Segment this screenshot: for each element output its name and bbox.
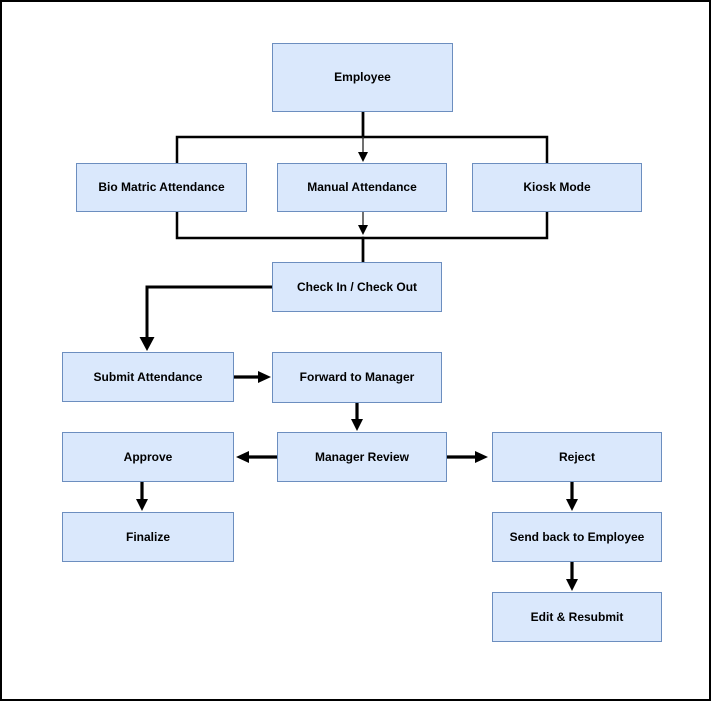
- node-reject-label: Reject: [558, 449, 596, 464]
- node-forward-to-manager-label: Forward to Manager: [299, 370, 415, 385]
- node-check-in-check-out: Check In / Check Out: [272, 262, 442, 312]
- edge-submit-forward: [234, 371, 271, 383]
- edge-checkin-submit: [139, 285, 272, 351]
- node-manual-attendance: Manual Attendance: [277, 163, 447, 212]
- node-finalize-label: Finalize: [125, 529, 170, 544]
- node-employee-label: Employee: [334, 70, 391, 85]
- edge-manager-review-reject: [447, 451, 488, 463]
- node-send-back-to-employee-label: Send back to Employee: [509, 529, 645, 544]
- node-manager-review-label: Manager Review: [314, 449, 410, 464]
- node-check-in-check-out-label: Check In / Check Out: [296, 279, 418, 294]
- edge-employee-kiosk: [361, 112, 549, 163]
- node-kiosk-mode: Kiosk Mode: [472, 163, 642, 212]
- edge-bio-matric-checkin: [175, 212, 365, 262]
- node-kiosk-mode-label: Kiosk Mode: [523, 180, 591, 195]
- node-employee: Employee: [272, 43, 453, 112]
- node-bio-matric-attendance: Bio Matric Attendance: [76, 163, 247, 212]
- edge-manager-review-approve: [236, 451, 277, 463]
- node-approve-label: Approve: [123, 449, 173, 464]
- edge-forward-manager-review: [351, 403, 363, 431]
- edge-employee-bio-matric: [175, 112, 365, 163]
- edge-kiosk-checkin: [361, 212, 549, 262]
- node-manual-attendance-label: Manual Attendance: [307, 180, 417, 195]
- edge-employee-manual: [358, 137, 368, 162]
- edge-manual-checkin: [358, 212, 368, 235]
- node-edit-and-resubmit-label: Edit & Resubmit: [530, 609, 624, 624]
- node-reject: Reject: [492, 432, 662, 482]
- node-submit-attendance: Submit Attendance: [62, 352, 234, 402]
- node-forward-to-manager: Forward to Manager: [272, 352, 442, 403]
- node-manager-review: Manager Review: [277, 432, 447, 482]
- node-edit-and-resubmit: Edit & Resubmit: [492, 592, 662, 642]
- node-approve: Approve: [62, 432, 234, 482]
- edge-reject-sendback: [566, 482, 578, 511]
- edge-approve-finalize: [136, 482, 148, 511]
- node-submit-attendance-label: Submit Attendance: [93, 369, 203, 384]
- node-bio-matric-attendance-label: Bio Matric Attendance: [98, 180, 225, 195]
- node-finalize: Finalize: [62, 512, 234, 562]
- edge-sendback-edit: [566, 562, 578, 591]
- node-send-back-to-employee: Send back to Employee: [492, 512, 662, 562]
